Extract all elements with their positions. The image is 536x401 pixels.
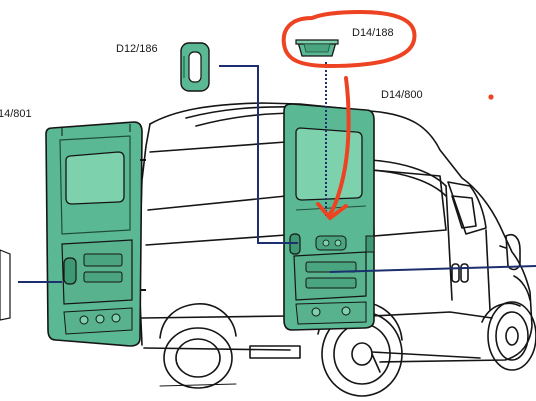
label-grab-handle: D12/186	[116, 43, 158, 55]
grab-handle-icon	[180, 42, 210, 92]
edge-panel-fragment	[0, 249, 11, 321]
red-annotation	[281, 10, 417, 220]
label-left-door: 14/801	[0, 108, 32, 120]
label-storage-tray: D14/188	[352, 27, 394, 39]
left-rear-door	[45, 121, 146, 347]
leader-lines	[18, 62, 536, 283]
label-right-door: D14/800	[381, 89, 423, 101]
red-marker-dot-icon	[488, 94, 494, 100]
storage-tray-icon	[295, 39, 339, 57]
